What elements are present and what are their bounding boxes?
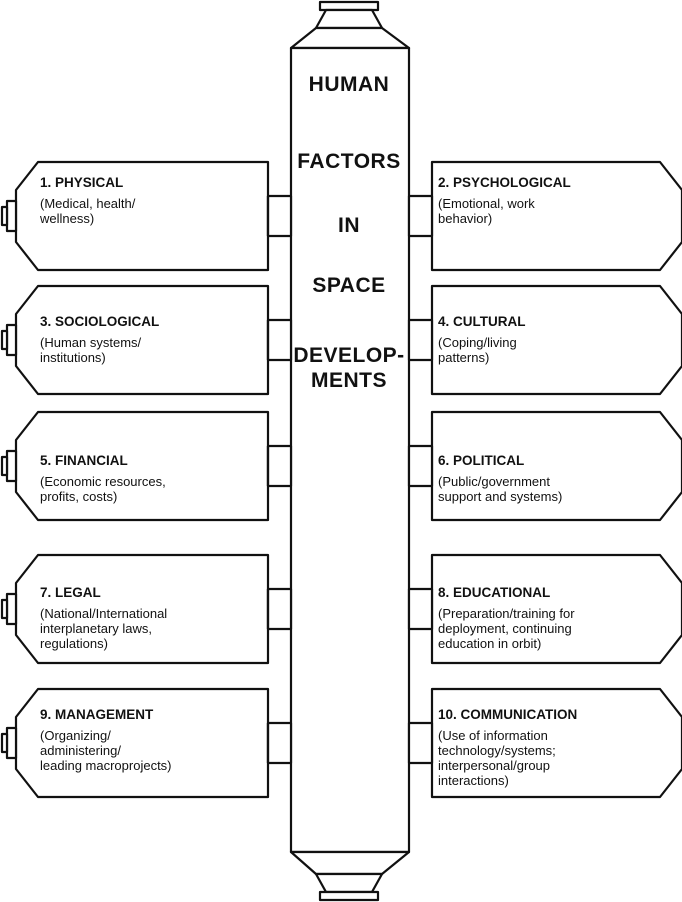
module-title: 2. PSYCHOLOGICAL — [438, 175, 571, 190]
module-title: 3. SOCIOLOGICAL — [40, 314, 160, 329]
module-right — [407, 410, 682, 522]
module-title: 10. COMMUNICATION — [438, 707, 578, 722]
module-left — [0, 284, 293, 396]
module-left — [0, 160, 293, 272]
module-description-line: (National/International — [40, 606, 168, 621]
module-right — [407, 687, 682, 799]
module-right — [407, 160, 682, 272]
module-hull — [430, 410, 682, 522]
module-description-line: (Use of information — [438, 728, 548, 743]
module-description-line: (Human systems/ — [40, 335, 142, 350]
module-title: 7. LEGAL — [40, 585, 101, 600]
module-description-line: (Economic resources, — [40, 474, 166, 489]
bottom-cap — [318, 890, 380, 902]
module-left — [0, 553, 293, 665]
module-description-line: interpersonal/group — [438, 758, 551, 773]
module-hatch-cap — [0, 329, 9, 351]
module-label: 9. MANAGEMENT (Organizing/administering/l… — [40, 707, 226, 773]
module-description-line: interplanetary laws, — [40, 621, 152, 636]
module-description-line: (Organizing/ — [40, 728, 111, 743]
module-description-line: patterns) — [438, 350, 490, 365]
module-hatch-cap — [0, 455, 9, 477]
module-description-line: (Medical, health/ — [40, 196, 136, 211]
module-hull — [430, 160, 682, 272]
module-description-line: leading macroprojects) — [40, 758, 172, 773]
module-description-line: wellness) — [40, 211, 95, 226]
module-label: 3. SOCIOLOGICAL (Human systems/institutio… — [40, 314, 226, 365]
module-description-line: behavior) — [438, 211, 493, 226]
module-hull — [14, 553, 270, 665]
module-right — [407, 553, 682, 665]
module-hull — [14, 160, 270, 272]
module-description-line: (Preparation/training for — [438, 606, 575, 621]
module-description-line: (Emotional, work — [438, 196, 535, 211]
module-label: 1. PHYSICAL (Medical, health/wellness) — [40, 175, 226, 226]
module-description-line: (Public/government — [438, 474, 550, 489]
module-label: 5. FINANCIAL (Economic resources,profits,… — [40, 453, 226, 504]
module-description-line: (Coping/living — [438, 335, 517, 350]
module-connector — [407, 444, 434, 488]
module-description-line: technology/systems; — [438, 743, 556, 758]
module-hatch-cap — [0, 205, 9, 227]
module-description-line: regulations) — [40, 636, 108, 651]
module-title: 8. EDUCATIONAL — [438, 585, 551, 600]
central-cylinder — [289, 0, 411, 902]
module-description-line: institutions) — [40, 350, 106, 365]
module-right — [407, 284, 682, 396]
module-hull — [430, 553, 682, 665]
module-title: 1. PHYSICAL — [40, 175, 124, 190]
module-connector — [407, 721, 434, 765]
central-title-line: HUMAN — [308, 73, 390, 96]
module-title: 5. FINANCIAL — [40, 453, 128, 468]
module-left — [0, 410, 293, 522]
module-hull — [430, 284, 682, 396]
module-title: 4. CULTURAL — [438, 314, 526, 329]
module-description-line: profits, costs) — [40, 489, 118, 504]
module-connector — [407, 587, 434, 631]
module-left — [0, 687, 293, 799]
module-hull — [14, 284, 270, 396]
module-hull — [14, 410, 270, 522]
module-description-line: deployment, continuing — [438, 621, 572, 636]
central-title-line: IN — [338, 214, 360, 237]
module-hatch-cap — [0, 732, 9, 754]
module-connector — [407, 194, 434, 238]
module-description-line: interactions) — [438, 773, 509, 788]
module-title: 6. POLITICAL — [438, 453, 525, 468]
module-description-line: support and systems) — [438, 489, 563, 504]
central-title-line: SPACE — [312, 274, 386, 297]
module-hull — [430, 687, 682, 799]
central-title-line: MENTS — [311, 369, 387, 392]
module-description-line: education in orbit) — [438, 636, 542, 651]
module-connector — [407, 318, 434, 362]
module-hull — [14, 687, 270, 799]
central-title-line: DEVELOP- — [293, 344, 405, 367]
central-title-line: FACTORS — [297, 150, 401, 173]
module-hatch-cap — [0, 598, 9, 620]
module-description-line: administering/ — [40, 743, 121, 758]
module-title: 9. MANAGEMENT — [40, 707, 154, 722]
